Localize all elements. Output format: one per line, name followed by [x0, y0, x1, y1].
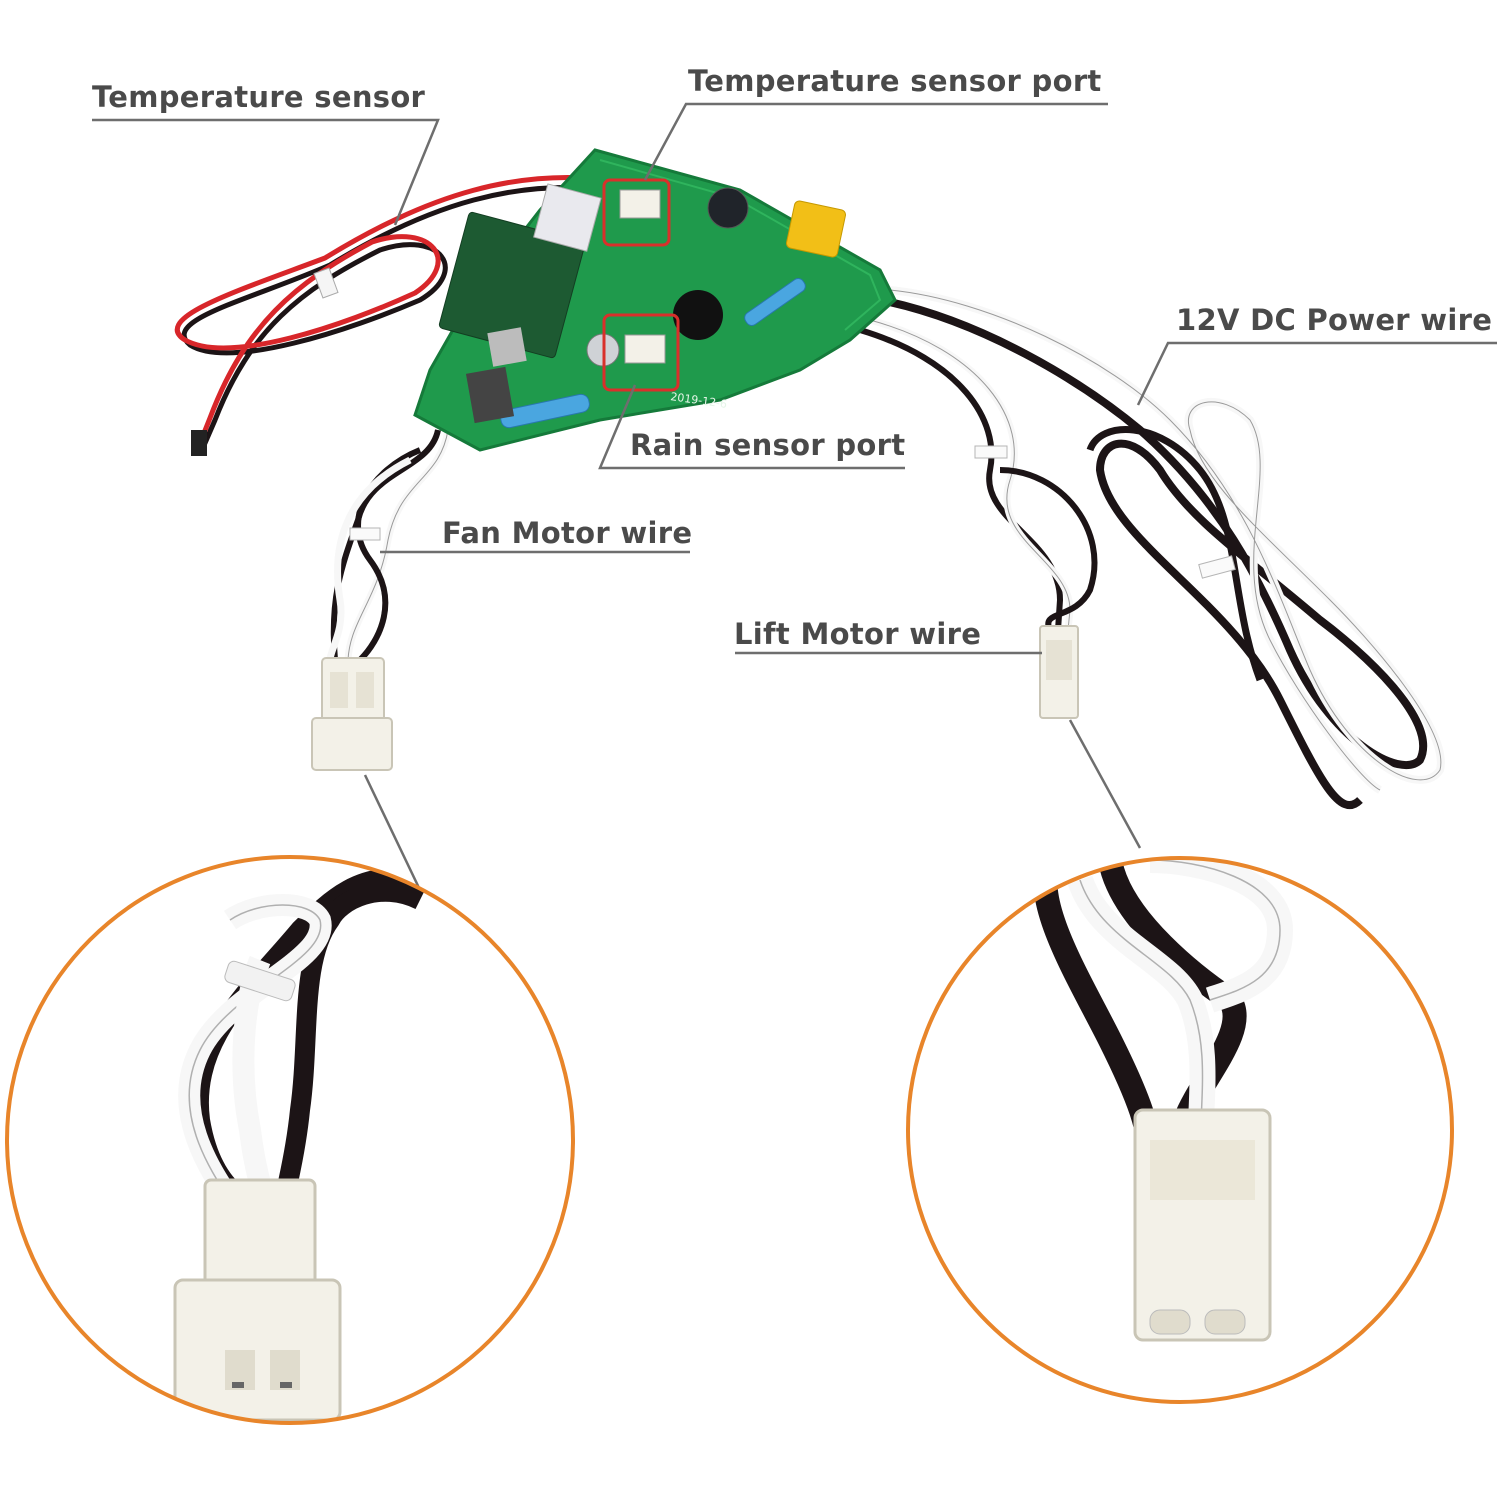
rain-port-connector [624, 334, 666, 364]
cable-tie-icon [349, 527, 381, 541]
lift-connector-housing [1039, 625, 1079, 719]
film-capacitor-icon [786, 200, 846, 258]
label-power-wire: 12V DC Power wire [1176, 303, 1493, 337]
resistor-icon [744, 278, 806, 326]
label-temperature-sensor-port: Temperature sensor port [688, 64, 1102, 98]
label-fan-motor-wire: Fan Motor wire [442, 516, 693, 550]
zoom-left-leader [363, 774, 422, 891]
sensor-probe-icon [191, 430, 207, 456]
zoom-circle-left [5, 855, 575, 1425]
transistor-icon [487, 327, 527, 367]
rain-port-highlight [602, 313, 680, 392]
power-wire [879, 286, 1445, 810]
label-rain-sensor-port: Rain sensor port [630, 428, 906, 462]
lift-connector-zoom [906, 856, 1454, 1404]
resistor-icon [500, 393, 590, 429]
rain-port-leader [598, 384, 905, 470]
leader-lines [92, 102, 1497, 891]
buzzer-icon [673, 290, 723, 340]
cable-tie-icon [224, 960, 296, 1002]
cable-tie-icon [313, 267, 339, 299]
temperature-port-leader [643, 102, 1108, 181]
label-temperature-sensor: Temperature sensor [92, 80, 426, 114]
pcb-board: 2019-12-6 [413, 148, 897, 452]
transistor-icon [465, 366, 515, 424]
temperature-port-highlight [602, 178, 671, 247]
lift-motor-wire [859, 316, 1098, 719]
temperature-sensor-leader [92, 118, 440, 226]
fan-connector-zoom [5, 855, 575, 1425]
fan-motor-wire [311, 429, 452, 771]
zoom-circle-right [906, 856, 1454, 1404]
temperature-port-connector [619, 189, 661, 219]
zoom-right-leader [1068, 719, 1142, 849]
label-lift-motor-wire: Lift Motor wire [734, 617, 982, 651]
cable-tie-icon [974, 445, 1008, 459]
terminal-block-icon [533, 183, 602, 252]
fan-connector-housing [311, 657, 393, 771]
cable-tie-icon [1198, 555, 1236, 579]
capacitor-icon [707, 187, 749, 229]
power-wire-leader [1136, 341, 1497, 406]
